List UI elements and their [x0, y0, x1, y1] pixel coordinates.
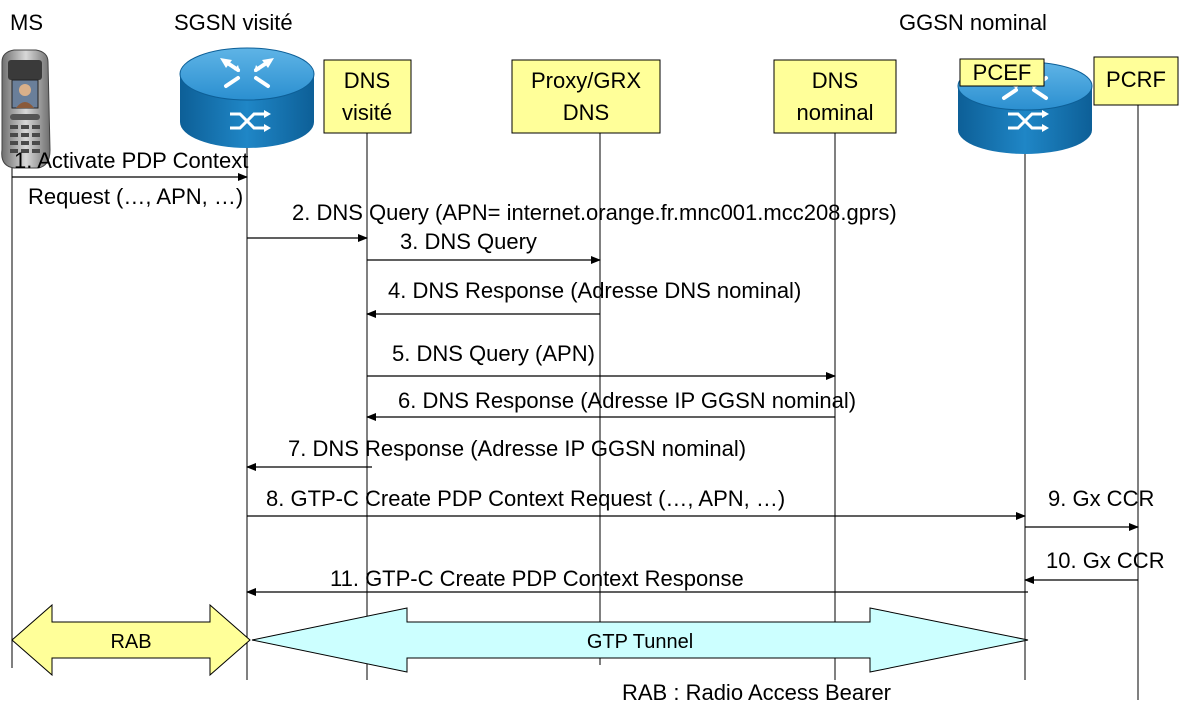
rab-bearer: RAB: [11, 603, 251, 677]
msg-1-label-line1: 1. Activate PDP Context: [14, 148, 248, 173]
legend-text: RAB : Radio Access Bearer: [622, 680, 891, 705]
svg-text:DNS: DNS: [344, 68, 390, 93]
proxy-dns-box: Proxy/GRX DNS: [511, 59, 661, 134]
sgsn-router-icon: [179, 47, 315, 148]
msg-5-label: 5. DNS Query (APN): [392, 341, 595, 366]
gtp-tunnel-bearer: GTP Tunnel: [251, 607, 1029, 673]
mobile-phone-icon: [1, 49, 51, 169]
sgsn-label: SGSN visité: [174, 10, 293, 35]
dns-visite-box: DNS visité: [323, 59, 412, 134]
ggsn-label: GGSN nominal: [899, 10, 1047, 35]
rab-label: RAB: [110, 631, 151, 653]
ms-label: MS: [10, 10, 43, 35]
msg-8-label: 8. GTP-C Create PDP Context Request (…, …: [266, 486, 785, 511]
svg-text:visité: visité: [342, 100, 392, 125]
msg-6-label: 6. DNS Response (Adresse IP GGSN nominal…: [398, 388, 856, 413]
msg-4-label: 4. DNS Response (Adresse DNS nominal): [388, 278, 801, 303]
msg-3-label: 3. DNS Query: [400, 229, 537, 254]
msg-9-label: 9. Gx CCR: [1048, 486, 1154, 511]
svg-text:DNS: DNS: [812, 68, 858, 93]
dns-nominal-box: DNS nominal: [773, 59, 897, 134]
msg-1-label-line2: Request (…, APN, …): [28, 184, 243, 209]
pcef-box: PCEF: [959, 58, 1045, 87]
svg-text:DNS: DNS: [563, 100, 609, 125]
svg-text:PCEF: PCEF: [973, 60, 1032, 85]
svg-text:Proxy/GRX: Proxy/GRX: [531, 68, 641, 93]
msg-7-label: 7. DNS Response (Adresse IP GGSN nominal…: [288, 436, 746, 461]
msg-2-label: 2. DNS Query (APN= internet.orange.fr.mn…: [292, 200, 897, 225]
svg-text:nominal: nominal: [796, 100, 873, 125]
pcrf-box: PCRF: [1093, 56, 1179, 106]
gtp-tunnel-label: GTP Tunnel: [587, 631, 693, 653]
msg-10-label: 10. Gx CCR: [1046, 548, 1165, 573]
svg-text:PCRF: PCRF: [1106, 67, 1166, 92]
msg-11-label: 11. GTP-C Create PDP Context Response: [330, 566, 744, 591]
